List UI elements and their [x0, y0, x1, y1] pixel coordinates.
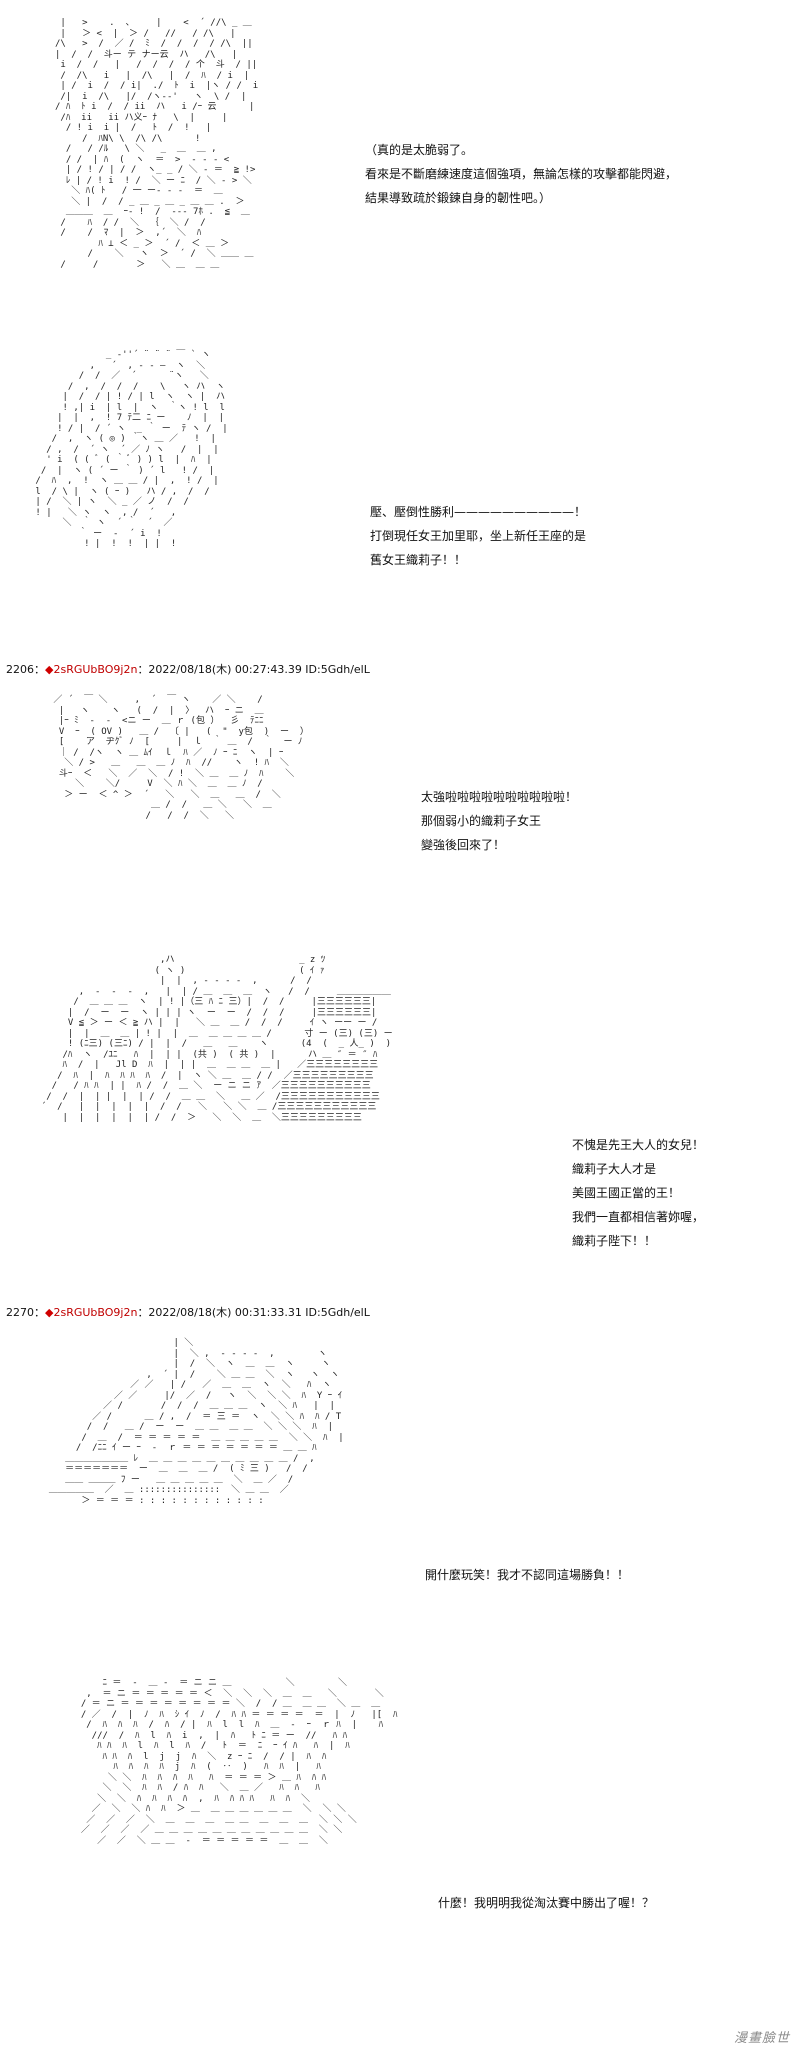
post-header-1: 2206：◆2sRGUbBO9j2n：2022/08/18(木) 00:27:4…	[6, 663, 370, 677]
watermark: 漫畫臉世	[733, 2031, 790, 2046]
dialog-line: （真的是太脆弱了。	[365, 143, 474, 157]
dialog-panel-3: 太強啦啦啦啦啦啦啦啦啦啦！ 那個弱小的織莉子女王 變強後回來了！	[421, 785, 577, 857]
ascii-art-figure-5: | ＼ | ＼ , - ‐ ‐ - , ヽ | / ＼ ヽ ＿ ＿ ヽ ヽ , …	[48, 1338, 344, 1506]
ascii-art-figure-6: ﾆ ＝ - ＿ - ＝ ニ ニ ＿ ＼ ＼ , ＝ ニ ＝ ＝ ＝ ＝ ＝ ＜ …	[80, 1678, 398, 1846]
dialog-line: 看來是不斷磨練速度這個強項，無論怎樣的攻擊都能閃避，	[365, 167, 678, 181]
post-header-2: 2270：◆2sRGUbBO9j2n：2022/08/18(木) 00:31:3…	[6, 1306, 370, 1320]
trip-diamond-icon: ◆	[45, 663, 54, 676]
dialog-line: 什麼！我明明我從淘汰賽中勝出了喔！？	[438, 1896, 655, 1910]
dialog-line: 結果導致疏於鍛鍊自身的韌性吧。）	[365, 191, 552, 205]
dialog-line: 不愧是先王大人的女兒！	[572, 1138, 705, 1152]
dialog-line: 壓、壓倒性勝利——————————！	[370, 505, 587, 519]
post-meta: ：2022/08/18(木) 00:31:33.31 ID:5Gdh/elL	[137, 1306, 370, 1319]
ascii-art-figure-4: ,ハ _ z ﾂ ( ヽ ) ( ｲ ｧ | | , - ‐ ‐ - , / /…	[40, 955, 393, 1123]
dialog-line: 變強後回來了！	[421, 838, 506, 852]
dialog-line: 織莉子大人才是	[572, 1162, 657, 1176]
ascii-art-figure-1: | > . 、 | < ´ //\ _ ＿ | ＞ < | ＞ / // / /…	[55, 18, 259, 270]
dialog-panel-5: 開什麼玩笑！我才不認同這場勝負！！	[425, 1563, 629, 1587]
dialog-panel-2: 壓、壓倒性勝利——————————！ 打倒現任女王加里耶，坐上新任王座的是 舊女…	[370, 500, 586, 572]
dialog-line: 舊女王織莉子！！	[370, 553, 467, 567]
post-number: 2270	[6, 1306, 34, 1319]
ascii-art-figure-2: _ -''´ ¨ ¨ ¨ ￣ ` ヽ , ´ , - ‐ ― ヽ ＼ / / ／…	[35, 350, 228, 549]
trip-diamond-icon: ◆	[45, 1306, 54, 1319]
post-tripcode[interactable]: 2sRGUbBO9j2n	[53, 663, 138, 676]
dialog-line: 開什麼玩笑！我才不認同這場勝負！！	[425, 1568, 630, 1582]
post-tripcode[interactable]: 2sRGUbBO9j2n	[53, 1306, 138, 1319]
dialog-panel-4: 不愧是先王大人的女兒！ 織莉子大人才是 美國王國正當的王！ 我們一直都相信著妳喔…	[572, 1133, 704, 1253]
dialog-line: 美國王國正當的王！	[572, 1186, 681, 1200]
ascii-art-figure-3: ／ ´ ￣ ＼ , ´ ￣ ヽ ／ ＼ / | ヽ ヽ ( / | 〉 ハ ｰ …	[53, 695, 309, 821]
post-meta: ：2022/08/18(木) 00:27:43.39 ID:5Gdh/elL	[137, 663, 370, 676]
dialog-line: 打倒現任女王加里耶，坐上新任王座的是	[370, 529, 587, 543]
dialog-line: 我們一直都相信著妳喔，	[572, 1210, 705, 1224]
dialog-line: 太強啦啦啦啦啦啦啦啦啦啦！	[421, 790, 578, 804]
dialog-line: 那個弱小的織莉子女王	[421, 814, 542, 828]
dialog-panel-6: 什麼！我明明我從淘汰賽中勝出了喔！？	[438, 1891, 654, 1915]
post-separator: ：	[34, 663, 45, 676]
dialog-panel-1: （真的是太脆弱了。 看來是不斷磨練速度這個強項，無論怎樣的攻擊都能閃避， 結果導…	[365, 138, 677, 210]
post-number: 2206	[6, 663, 34, 676]
post-separator: ：	[34, 1306, 45, 1319]
dialog-line: 織莉子陛下！！	[572, 1234, 657, 1248]
